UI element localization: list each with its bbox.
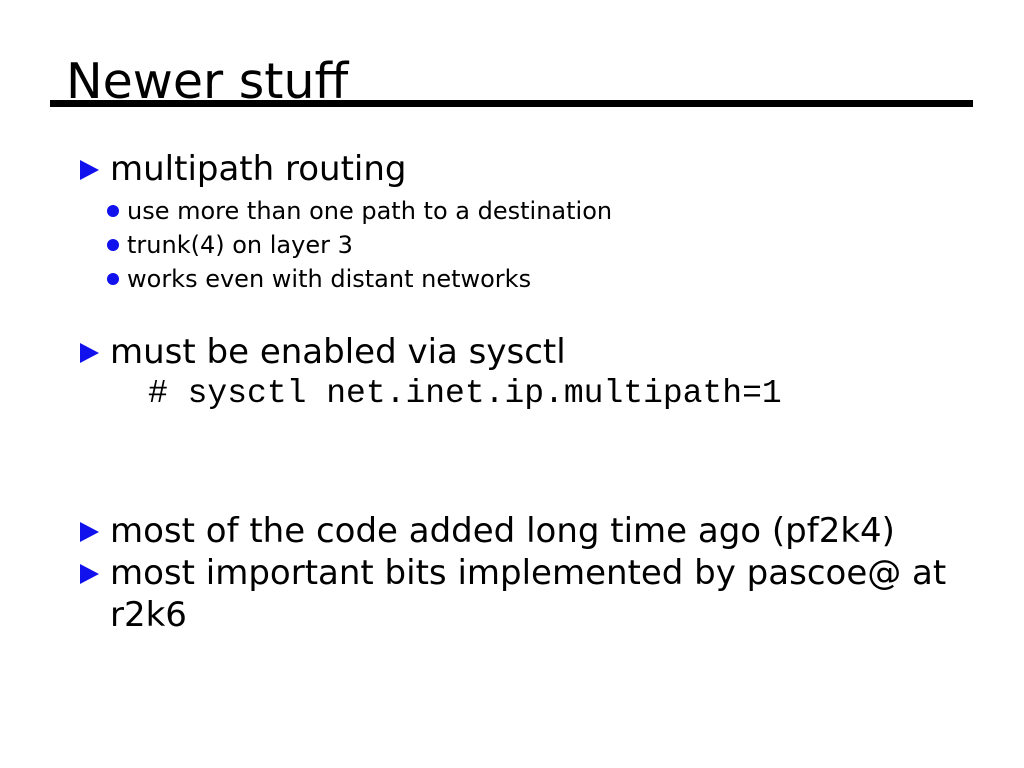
bullet-item-pascoe: most important bits implemented by pasco… (80, 553, 946, 593)
bullet-triangle-icon (80, 160, 99, 180)
sub-bullet-text: works even with distant networks (127, 265, 532, 293)
bullet-text: must be enabled via sysctl (110, 332, 566, 372)
bullet-dot-icon (107, 273, 119, 285)
bullet-triangle-icon (80, 564, 99, 584)
bullet-item-multipath: multipath routing (80, 149, 407, 189)
bullet-item-sysctl: must be enabled via sysctl (80, 332, 566, 372)
sub-bullet-text: trunk(4) on layer 3 (127, 231, 353, 259)
bullet-dot-icon (107, 239, 119, 251)
sub-bullet-item-works-even: works even with distant networks (107, 262, 531, 296)
bullet-dot-icon (107, 205, 119, 217)
bullet-text: multipath routing (110, 149, 407, 189)
code-line-sysctl-command: # sysctl net.inet.ip.multipath=1 (148, 375, 782, 412)
bullet-text: most important bits implemented by pasco… (110, 553, 947, 593)
bullet-text: most of the code added long time ago (pf… (110, 511, 895, 551)
bullet-triangle-icon (80, 343, 99, 363)
bullet-text-continuation: r2k6 (110, 595, 187, 635)
bullet-item-code-added: most of the code added long time ago (pf… (80, 511, 895, 551)
sub-bullet-text: use more than one path to a destination (127, 197, 613, 225)
sub-bullet-item-use-more: use more than one path to a destination (107, 194, 612, 228)
bullet-triangle-icon (80, 522, 99, 542)
title-underline-rule (50, 100, 973, 107)
sub-bullet-item-trunk: trunk(4) on layer 3 (107, 228, 353, 262)
